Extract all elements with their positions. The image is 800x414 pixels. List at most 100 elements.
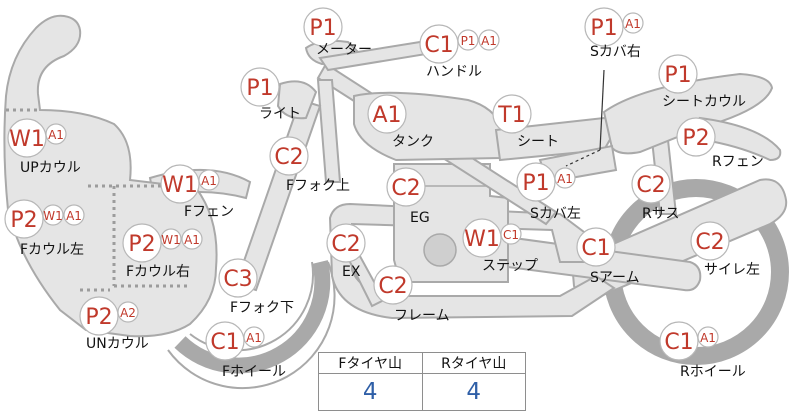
grade-badge: C1 [576, 227, 616, 267]
grade-badges: P1 [658, 54, 698, 94]
grade-code: C3 [223, 267, 252, 292]
grade-badge: C1 [419, 24, 459, 64]
part-label: Rフェン [712, 154, 764, 170]
grade-badge: P1 [457, 29, 479, 51]
part-label: サイレ左 [704, 262, 760, 278]
grade-badges: C1 [576, 227, 616, 267]
grade-badge: A1 [622, 12, 644, 34]
rear-fender-shape [698, 116, 782, 162]
grade-code: C1 [664, 330, 693, 355]
grade-badge: C2 [373, 265, 413, 305]
part-label: シートカウル [662, 94, 746, 110]
grade-code: C2 [391, 176, 420, 201]
grade-code: C2 [378, 274, 407, 299]
part-label: UPカウル [20, 160, 81, 176]
grade-code: P1 [246, 76, 273, 101]
part-label: シート [517, 134, 559, 150]
front-fork-shape [234, 98, 322, 292]
part-front-fork-lower[interactable]: C3 Fフォク下 [218, 258, 294, 316]
grade-code: W1 [162, 173, 198, 198]
tire-table-value-row: 4 4 [318, 373, 526, 411]
grade-badge: T1 [492, 94, 532, 134]
part-frame[interactable]: C2 フレーム [373, 265, 450, 324]
grade-code: P1 [309, 16, 336, 41]
grade-code: C2 [636, 173, 665, 198]
part-muffler-left[interactable]: C2 サイレ左 [690, 221, 760, 278]
tire-table-header-row: Fタイヤ山 Rタイヤ山 [318, 352, 526, 374]
part-engine[interactable]: C2 EG [386, 167, 430, 226]
part-light[interactable]: P1 ライト [240, 67, 301, 122]
part-meter[interactable]: P1 メーター [303, 7, 372, 58]
part-rear-fender[interactable]: P2 Rフェン [676, 117, 764, 170]
grade-code: C2 [695, 230, 724, 255]
fairing-shape [3, 14, 218, 338]
grade-code: W1 [43, 209, 63, 223]
grade-badge: P1 [240, 67, 280, 107]
grade-badge: P1 [658, 54, 698, 94]
part-label: メーター [316, 42, 372, 58]
part-label: Fフォク上 [286, 178, 350, 194]
front-tire-value: 4 [318, 373, 423, 411]
front-tire-header: Fタイヤ山 [318, 352, 423, 374]
grade-code: P2 [10, 208, 37, 233]
grade-badge: P1 [303, 7, 343, 47]
part-front-fork-upper[interactable]: C2 Fフォク上 [269, 136, 350, 194]
part-label: UNカウル [86, 336, 149, 352]
rear-tire-header: Rタイヤ山 [421, 352, 526, 374]
grade-badge: C1 [205, 321, 245, 361]
grade-code: C1 [503, 228, 519, 242]
part-exhaust[interactable]: C2 EX [326, 223, 366, 280]
grade-badge: A1 [243, 326, 265, 348]
part-seat[interactable]: T1 シート [492, 94, 559, 150]
part-swing-arm[interactable]: C1 Sアーム [576, 227, 640, 286]
grade-badge: P1 [516, 162, 556, 202]
grade-badge: C2 [631, 164, 671, 204]
grade-code: P1 [461, 34, 476, 48]
grade-badge: A1 [697, 326, 719, 348]
part-tank[interactable]: A1 タンク [367, 94, 434, 150]
grade-badges: A1 [367, 94, 407, 134]
grade-code: P1 [664, 63, 691, 88]
grade-badge: P2 [676, 117, 716, 157]
grade-badge: W1 [462, 218, 502, 258]
grade-code: P2 [128, 232, 155, 257]
grade-badge: P1 [584, 7, 624, 47]
part-label: Sカバ右 [590, 44, 641, 60]
engine-cover-shape [423, 233, 457, 267]
grade-badges: C2 [373, 265, 413, 305]
grade-code: T1 [497, 103, 525, 128]
grade-badge: C3 [218, 258, 258, 298]
grade-badges: P2 [676, 117, 716, 157]
grade-badge: A1 [198, 169, 220, 191]
grade-code: P1 [590, 16, 617, 41]
part-label: Rサス [642, 206, 679, 222]
grade-code: A1 [372, 103, 401, 128]
grade-code: A2 [120, 306, 136, 320]
grade-badges: P1 [240, 67, 280, 107]
grade-code: A1 [557, 172, 573, 186]
grade-badge: C2 [386, 167, 426, 207]
part-rear-suspension[interactable]: C2 Rサス [631, 164, 679, 222]
grade-badge: P2 [122, 223, 162, 263]
grade-badge: C2 [269, 136, 309, 176]
part-label: Sアーム [590, 270, 640, 286]
part-seat-cowl[interactable]: P1 シートカウル [658, 54, 746, 110]
